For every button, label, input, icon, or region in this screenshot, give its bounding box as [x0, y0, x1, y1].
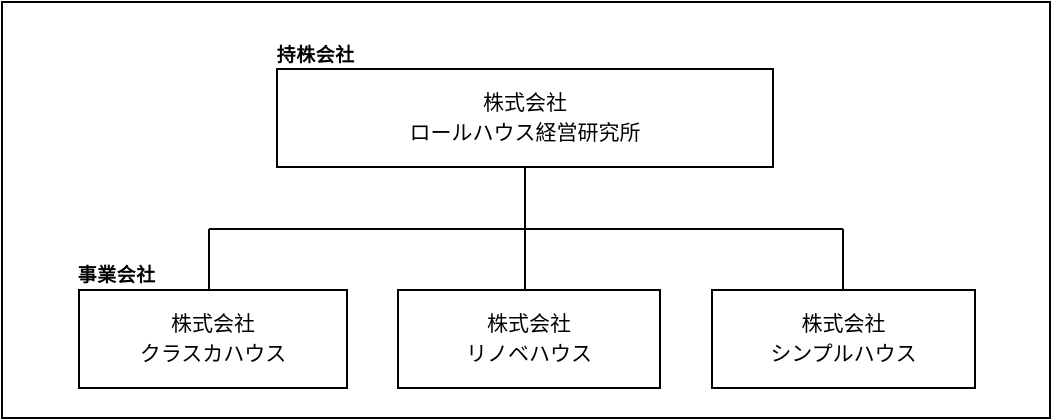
subsidiary-type: 株式会社: [801, 312, 886, 336]
subsidiary-name: シンプルハウス: [770, 342, 917, 366]
subsidiary-type: 株式会社: [171, 312, 255, 336]
subsidiary-type: 株式会社: [487, 312, 571, 336]
subsidiary-box: 株式会社 シンプルハウス: [711, 289, 976, 389]
operating-company-label: 事業会社: [78, 264, 157, 286]
holding-company-name: ロールハウス経営研究所: [409, 121, 641, 145]
subsidiary-name: クラスカハウス: [139, 342, 287, 366]
subsidiary-box: 株式会社 リノベハウス: [397, 289, 661, 389]
subsidiary-name: リノベハウス: [466, 342, 592, 366]
holding-company-type: 株式会社: [483, 91, 567, 115]
subsidiary-box: 株式会社 クラスカハウス: [78, 289, 348, 389]
holding-company-label: 持株会社: [277, 44, 356, 66]
holding-company-box: 株式会社 ロールハウス経営研究所: [276, 68, 774, 168]
